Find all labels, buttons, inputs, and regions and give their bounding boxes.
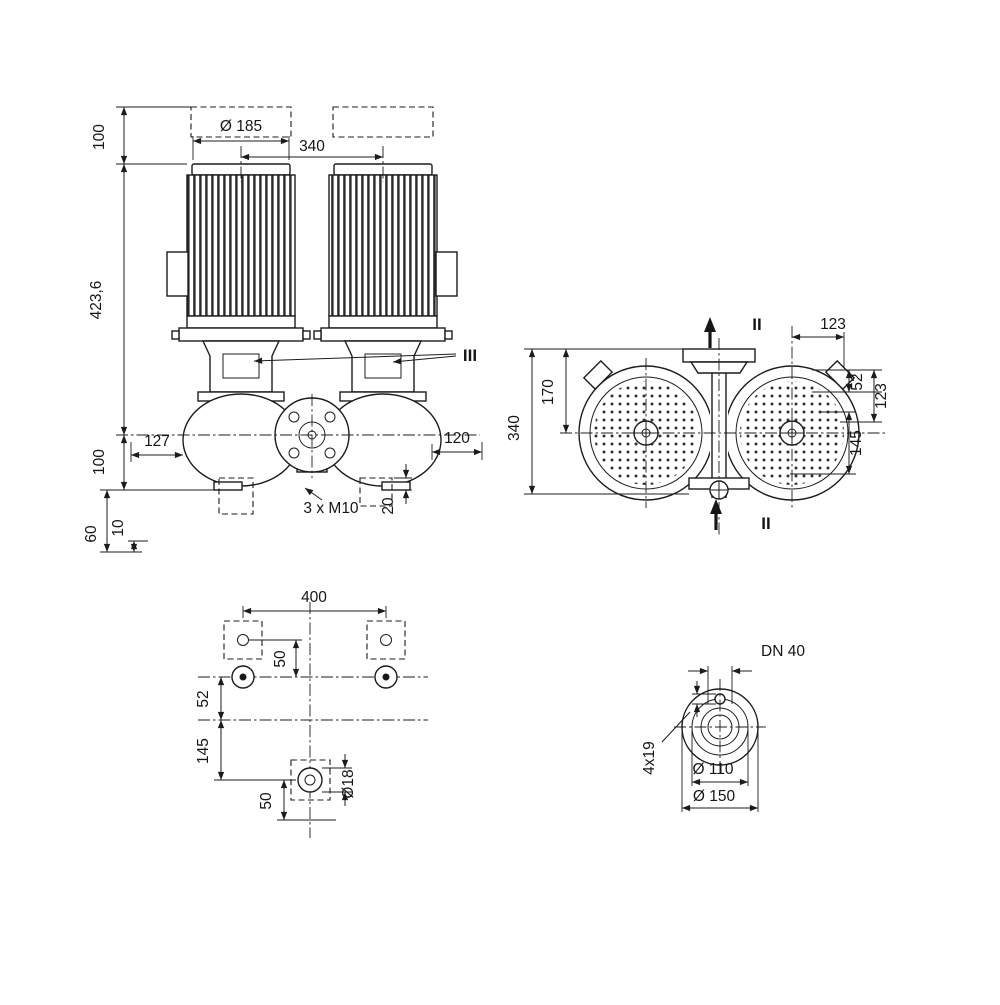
- motor-right-fins: [328, 174, 438, 317]
- dim-10: 10: [110, 519, 127, 537]
- clearance-box-left: [190, 106, 292, 138]
- dim-motor-spacing: 340: [299, 138, 325, 155]
- section-arrow-top: II: [704, 315, 762, 348]
- foot-top-left: [223, 620, 263, 689]
- dim-20: 20: [380, 497, 397, 515]
- dim-base-height: 100: [91, 449, 108, 475]
- dim-bolt-holes: 4x19: [641, 741, 658, 775]
- top-dimensions: 170 340 123 52 123 145: [506, 316, 890, 495]
- dim-anchor-hole: Ø18: [340, 769, 357, 798]
- dim-bolt-circle: Ø 110: [692, 761, 733, 778]
- section-label-II-top: II: [752, 315, 761, 334]
- dim-145-top: 145: [848, 430, 865, 456]
- section-arrow-bottom: II: [710, 499, 771, 533]
- dim-123-top: 123: [820, 316, 846, 333]
- flange-detail-view: DN 40 4x19 Ø 110 Ø 150: [641, 643, 805, 812]
- section-label-II-bottom: II: [761, 514, 770, 533]
- dim-170: 170: [540, 379, 557, 405]
- dim-52: 52: [849, 373, 866, 390]
- dim-52-plan: 52: [195, 690, 212, 707]
- clearance-box-right: [332, 106, 434, 138]
- foot-top-right: [366, 620, 406, 689]
- dim-offset-right: 120: [444, 430, 470, 447]
- dim-400: 400: [301, 589, 327, 606]
- hidden-foot-right: [359, 477, 393, 507]
- dim-overall-height: 423,6: [88, 281, 105, 320]
- front-view: Ø 185 340 100 423,6 100 60 10 127 1: [83, 106, 483, 553]
- dim-nominal: DN 40: [761, 643, 805, 660]
- dim-outer-diameter: Ø 150: [693, 788, 736, 805]
- motor-left-fins: [186, 174, 296, 317]
- foot-bottom: [290, 759, 331, 801]
- plan-dimensions: 400 50 52 145 50 Ø18: [195, 589, 387, 821]
- hidden-foot-left: [218, 477, 254, 515]
- motor-left: [166, 163, 311, 393]
- flange-dimensions: DN 40 4x19 Ø 110 Ø 150: [641, 643, 805, 812]
- dim-60: 60: [83, 525, 100, 543]
- clamp-tab-left: [582, 359, 614, 391]
- section-label-III: III: [463, 346, 477, 365]
- front-dimensions: Ø 185 340 100 423,6 100 60 10 127 1: [83, 106, 483, 553]
- dim-offset-left: 127: [144, 433, 170, 450]
- dim-tapped-holes: 3 x M10: [303, 500, 359, 517]
- lantern-right: [343, 340, 423, 393]
- foundation-plan-view: 400 50 52 145 50 Ø18: [195, 589, 428, 838]
- dim-123-right: 123: [873, 383, 890, 409]
- dim-clearance-above-motor: 100: [91, 124, 108, 150]
- terminal-box-left: [166, 251, 189, 297]
- pump-casing: [182, 391, 442, 515]
- dim-145-plan: 145: [195, 738, 212, 764]
- top-view: II II 170 340 123 52 123: [506, 315, 890, 535]
- lantern-left: [201, 340, 281, 393]
- terminal-box-right: [435, 251, 458, 297]
- dim-50-upper: 50: [272, 650, 289, 668]
- dim-340-top: 340: [506, 415, 523, 441]
- dim-50-lower: 50: [258, 792, 275, 810]
- dim-motor-diameter: Ø 185: [220, 118, 262, 135]
